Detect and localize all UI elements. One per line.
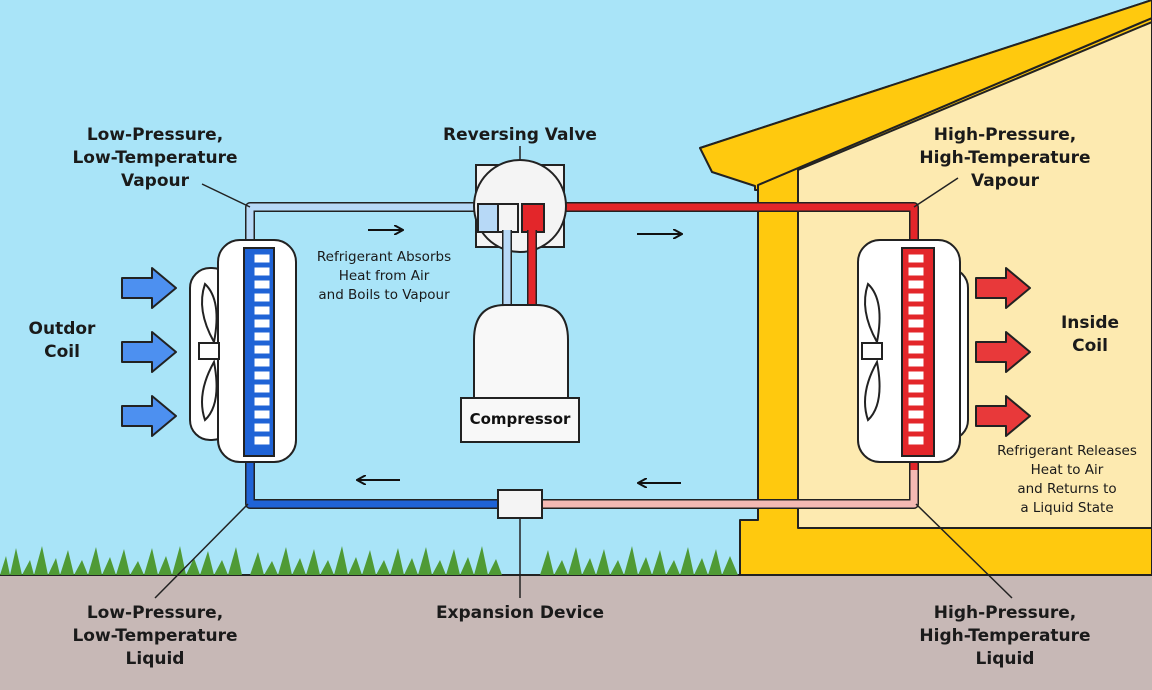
label-high-pressure-liquid: High-Pressure, High-Temperature Liquid (919, 603, 1091, 669)
leader-lines (154, 146, 1013, 599)
airflow-arrow-icon (121, 267, 177, 437)
note-releases-heat: Refrigerant Releases Heat to Air and Ret… (997, 443, 1137, 516)
label-low-pressure-liquid: Low-Pressure, Low-Temperature Liquid (72, 603, 238, 669)
expansion-device (497, 489, 543, 519)
ground (0, 575, 1152, 690)
label-high-pressure-vapour: High-Pressure, High-Temperature Vapour (919, 125, 1091, 191)
label-inside-coil: Inside Coil (1060, 313, 1120, 356)
note-absorbs-heat: Refrigerant Absorbs Heat from Air and Bo… (316, 249, 452, 303)
label-low-pressure-vapour: Low-Pressure, Low-Temperature Vapour (72, 125, 238, 191)
reversing-valve (473, 159, 567, 253)
compressor-unit (460, 304, 580, 443)
label-outdoor-coil: Outdor Coil (28, 319, 96, 362)
flow-direction-arrow-icon (358, 230, 681, 483)
grass (0, 546, 738, 575)
inside-coil (857, 239, 969, 463)
label-expansion-device: Expansion Device (435, 603, 605, 623)
label-reversing-valve: Reversing Valve (443, 125, 597, 145)
label-compressor: Compressor (469, 410, 571, 428)
fan-icon (861, 282, 883, 422)
airflow-arrow-icon (975, 267, 1031, 437)
outdoor-coil (189, 239, 297, 463)
fan-icon (198, 282, 220, 422)
